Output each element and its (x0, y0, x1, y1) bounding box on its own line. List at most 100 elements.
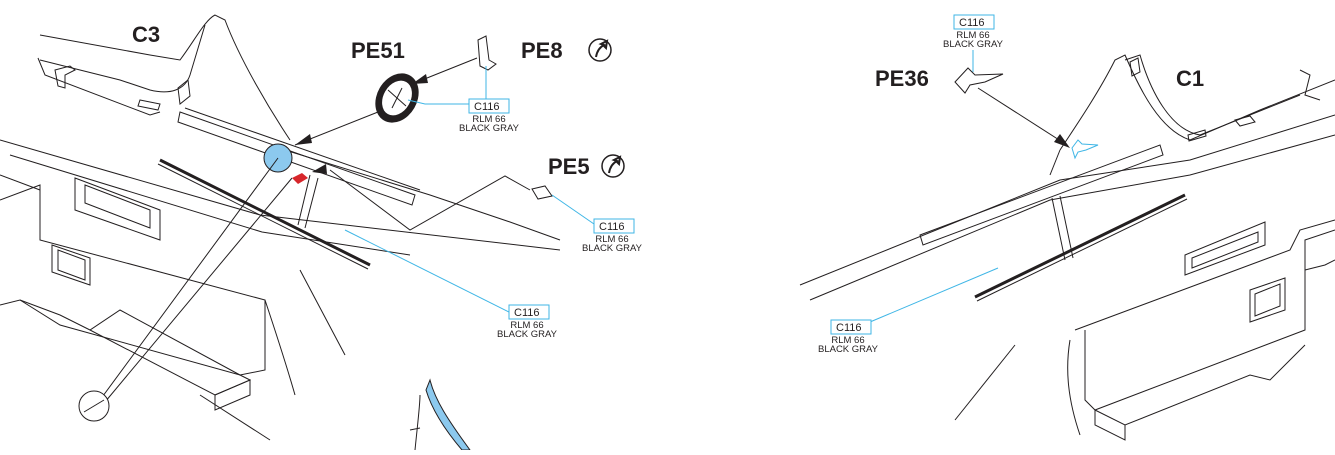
right-wall-edge (1304, 259, 1335, 271)
right-wall-window (1249, 277, 1286, 323)
right-dark-rod-edge (976, 198, 1188, 302)
pe36-arrow-head (1054, 134, 1070, 148)
callout-1-leader (407, 66, 487, 105)
right-wall-curve (1067, 339, 1081, 436)
right-notch (1049, 149, 1061, 176)
callout-1-line1: RLM 66 (472, 114, 505, 125)
paint-callout-4: C116 RLM 66 BLACK GRAY (943, 14, 1004, 72)
label-pe36: PE36 (875, 66, 929, 91)
c3-tab-left (54, 65, 76, 89)
callout-1-box (468, 98, 510, 114)
pe5-arrow-head (312, 164, 327, 174)
bend-up-arrow-icon (588, 38, 612, 62)
right-fuselage-line-1 (799, 114, 1335, 286)
rail-strip-top (184, 107, 421, 191)
right-wall-top (1074, 219, 1335, 331)
pe36-arrow-line (977, 87, 1068, 146)
fuselage-line-2 (9, 154, 411, 256)
right-floor-step (1094, 410, 1126, 441)
label-c3: C3 (132, 22, 160, 47)
callout-2-code: C116 (599, 221, 624, 233)
c1-frame-inner (1124, 54, 1301, 136)
right-vertical-strut (1051, 195, 1074, 261)
paint-callout-1: C116 RLM 66 BLACK GRAY (407, 66, 520, 134)
callout-4-line2: BLACK GRAY (943, 39, 1004, 50)
floor-ledge (19, 299, 252, 396)
dark-rod (159, 158, 371, 267)
label-c1: C1 (1176, 66, 1204, 91)
right-floor-ledge (1094, 344, 1306, 426)
wall-panel (74, 177, 161, 241)
blade-highlight (425, 378, 471, 451)
wall-window (51, 244, 91, 286)
left-assembly (0, 14, 561, 451)
right-assembly (799, 54, 1335, 441)
rail-strip (177, 111, 416, 206)
pe36-part (954, 67, 1004, 94)
right-fuselage-line-2 (809, 134, 1335, 301)
c3-slot (137, 99, 161, 111)
dark-rod-edge (157, 163, 369, 270)
pe36-install-outline (1071, 139, 1099, 160)
lower-diag (299, 269, 346, 356)
callout-3-leader (344, 229, 510, 313)
floor-step (214, 379, 251, 411)
wall-curve (264, 299, 296, 396)
blade-edge (409, 394, 421, 451)
callout-5-line2: BLACK GRAY (818, 344, 879, 355)
callout-3-code: C116 (514, 307, 539, 319)
pe51-dial-marks (387, 87, 407, 109)
callout-3-box (508, 304, 550, 320)
callout-2-line1: RLM 66 (595, 234, 628, 245)
zoom-leader-lines (99, 157, 293, 403)
c1-frame-outline (1059, 54, 1335, 151)
label-pe5: PE5 (548, 154, 590, 179)
install-location-red (292, 173, 308, 184)
pe8-arrow-head (412, 74, 428, 84)
right-wall-front (1084, 229, 1335, 411)
c1-edge (1299, 69, 1321, 101)
callout-1-code: C116 (474, 101, 499, 113)
callout-3-line2: BLACK GRAY (497, 329, 558, 340)
wall-window-inner (57, 249, 86, 281)
c3-frame-outline (39, 14, 291, 141)
right-lower-diag (954, 344, 1016, 421)
pe8-part (477, 35, 497, 71)
right-dark-rod (974, 193, 1186, 299)
callout-5-box (830, 319, 872, 335)
label-pe51: PE51 (351, 38, 405, 63)
right-wall-panel (1184, 221, 1266, 276)
c3-tab-right (177, 79, 191, 105)
paint-callout-5: C116 RLM 66 BLACK GRAY (818, 267, 999, 355)
c3-frame-inner (39, 24, 206, 93)
right-wall-panel-inner (1191, 231, 1259, 269)
vertical-strut (297, 174, 319, 229)
callout-4-code: C116 (959, 17, 984, 29)
right-rail-strip (919, 144, 1164, 246)
pe5-leader (329, 169, 531, 231)
label-pe8: PE8 (521, 38, 563, 63)
callout-5-line1: RLM 66 (831, 335, 864, 346)
callout-2-line2: BLACK GRAY (582, 243, 643, 254)
callout-3-line1: RLM 66 (510, 320, 543, 331)
side-wall (0, 184, 266, 376)
callout-5-code: C116 (836, 322, 861, 334)
c3-frame-lower (37, 57, 161, 116)
callout-4-line1: RLM 66 (956, 30, 989, 41)
callout-2-box (593, 218, 635, 234)
right-wall-window-inner (1254, 283, 1281, 317)
wall-panel-inner (84, 184, 151, 229)
c1-tab-right (1234, 115, 1256, 127)
pe51-arrow-head (295, 134, 312, 145)
zoom-detail-mark (83, 399, 105, 413)
callout-2-leader (551, 194, 595, 225)
bend-up-arrow-icon (601, 154, 625, 178)
paint-callout-3: C116 RLM 66 BLACK GRAY (344, 229, 558, 340)
callout-5-leader (869, 267, 999, 323)
pe5-part (531, 185, 553, 200)
callout-1-line2: BLACK GRAY (459, 123, 520, 134)
callout-4-box (953, 14, 995, 30)
paint-callout-2: C116 RLM 66 BLACK GRAY (551, 194, 643, 254)
